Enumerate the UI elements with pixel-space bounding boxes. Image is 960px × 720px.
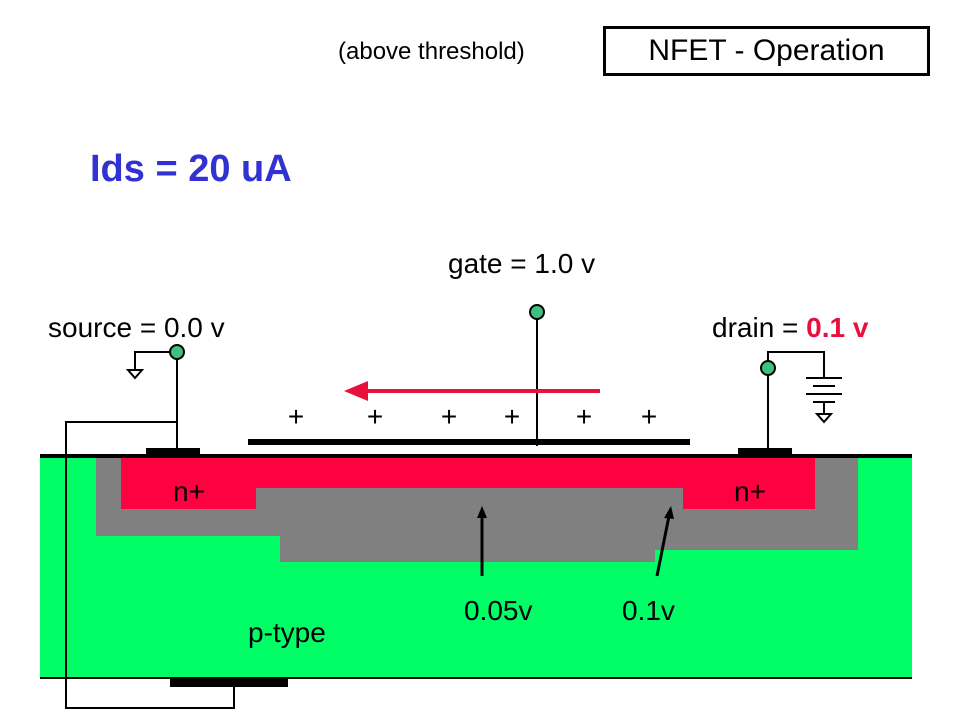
positive-charge: + (576, 401, 592, 432)
drain-end-potential-label: 0.1v (622, 595, 675, 626)
drain-n-plus-label: n+ (734, 476, 766, 507)
source-ground-icon (125, 369, 145, 380)
drain-supply-wire (767, 351, 825, 378)
drain-voltage-label: drain = 0.1 v (712, 312, 868, 344)
channel-charge-row: + + + + + + (288, 401, 657, 432)
source-contact (146, 448, 200, 456)
drain-end-pointer (655, 515, 671, 577)
positive-charge: + (288, 401, 304, 432)
body-tie-wire (65, 421, 235, 709)
p-type-label: p-type (248, 617, 326, 648)
positive-charge: + (641, 401, 657, 432)
positive-charge: + (367, 401, 383, 432)
positive-charge: + (441, 401, 457, 432)
positive-charge: + (504, 401, 520, 432)
drain-terminal-node (760, 360, 776, 376)
source-terminal-node (169, 344, 185, 360)
source-ground-wire (134, 351, 177, 370)
source-voltage-label: source = 0.0 v (48, 312, 225, 343)
drain-end-pointer-head (664, 506, 674, 519)
drain-voltage-prefix: drain = (712, 312, 807, 343)
body-contact (170, 679, 288, 687)
slide-title: NFET - Operation (603, 26, 930, 76)
source-n-plus-label: n+ (173, 476, 205, 507)
operation-condition-subtitle: (above threshold) (338, 38, 525, 65)
drain-contact (738, 448, 792, 456)
gate-voltage-label: gate = 1.0 v (448, 248, 596, 279)
drain-ground-icon (814, 413, 834, 424)
gate-terminal-node (529, 304, 545, 320)
midchannel-potential-label: 0.05v (464, 595, 533, 626)
drain-current-label: Ids = 20 uA (90, 148, 292, 190)
battery-icon (806, 377, 842, 414)
current-arrow-head (344, 381, 368, 401)
midchannel-pointer-head (477, 506, 487, 518)
drain-voltage-value: 0.1 v (806, 312, 869, 343)
n-plus-regions-and-channel (121, 458, 815, 509)
